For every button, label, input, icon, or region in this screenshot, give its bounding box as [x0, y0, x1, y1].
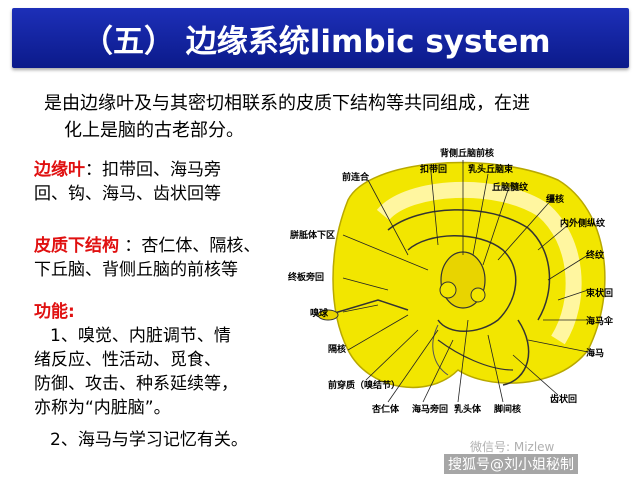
label-cingulate-gyrus: 扣带回 [420, 165, 448, 175]
source-watermark: 搜狐号@刘小姐秘制 [444, 454, 578, 474]
label-anterior-commissure: 前连合 [342, 173, 370, 183]
page-title: （五） 边缘系统limbic system [82, 24, 551, 60]
function-item-2: 2、海马与学习记忆有关。 [50, 430, 248, 450]
label-amygdala: 杏仁体 [372, 405, 400, 415]
function-key: 功能: [34, 302, 75, 322]
function-section: 功能: 1、嗅觉、内脏调节、情 绪反应、性活动、觅食、 防御、攻击、种系延续等，… [34, 300, 284, 452]
label-parahippocampal-gyrus: 海马旁回 [412, 405, 449, 415]
function-item-1-line-4: 亦称为“内脏脑”。 [34, 398, 171, 418]
intro-line-1: 是由边缘叶及与其密切相联系的皮质下结构等共同组成，在进 [44, 93, 530, 114]
label-stria-medullaris: 丘脑髓纹 [492, 183, 529, 193]
label-fasciolar-gyrus: 束状回 [586, 289, 614, 299]
label-stria-terminalis: 终纹 [586, 251, 605, 261]
label-anterior-thalamic-nucleus: 背侧丘脑前核 [440, 149, 495, 159]
label-hippocampus: 海马 [586, 349, 605, 359]
limbic-lobe-key: 边缘叶 [34, 160, 85, 180]
label-fimbria: 海马伞 [586, 317, 614, 327]
function-item-1-line-2: 绪反应、性活动、觅食、 [34, 350, 221, 370]
label-mammillothalamic-tract: 乳头丘脑束 [468, 165, 514, 175]
function-item-1-line-1: 1、嗅觉、内脏调节、情 [50, 326, 231, 346]
limbic-lobe-text-1: ：扣带回、海马旁 [85, 160, 221, 180]
intro-line-2: 化上是脑的古老部分。 [64, 120, 244, 141]
title-bar: （五） 边缘系统limbic system [12, 8, 629, 68]
subcortical-key: 皮质下结构 [34, 236, 119, 256]
label-mammillary-body: 乳头体 [454, 405, 482, 415]
label-habenular-nucleus: 缰核 [546, 195, 565, 205]
brain-illustration [317, 160, 606, 403]
limbic-lobe-section: 边缘叶：扣带回、海马旁 回、钩、海马、齿状回等 [34, 158, 284, 206]
function-item-1-line-3: 防御、攻击、种系延续等， [34, 374, 238, 394]
label-anterior-perforated-substance: 前穿质（嗅结节） [328, 381, 401, 391]
subcortical-text-1: ：杏仁体、隔核、 [119, 236, 261, 256]
label-paraterminal-gyrus: 终板旁回 [288, 273, 325, 283]
wechat-watermark: 微信号: Mizlew [470, 440, 555, 454]
label-longitudinal-striae: 内外侧纵纹 [560, 219, 606, 229]
label-olfactory-bulb: 嗅球 [310, 309, 329, 319]
subcortical-text-2: 下丘脑、背侧丘脑的前核等 [34, 260, 238, 280]
intro-paragraph: 是由边缘叶及与其密切相联系的皮质下结构等共同组成，在进 化上是脑的古老部分。 [44, 90, 604, 144]
label-septal-nuclei: 隔核 [328, 345, 347, 355]
label-interpeduncular-nucleus: 脚间核 [494, 405, 522, 415]
limbic-system-diagram: 背侧丘脑前核 扣带回 乳头丘脑束 前连合 丘脑髓纹 缰核 内外侧纵纹 胼胝体下区… [288, 140, 628, 420]
label-dentate-gyrus: 齿状回 [550, 395, 578, 405]
subcortical-section: 皮质下结构 ：杏仁体、隔核、 下丘脑、背侧丘脑的前核等 [34, 234, 294, 282]
label-subcallosal-area: 胼胝体下区 [290, 231, 336, 241]
limbic-lobe-text-2: 回、钩、海马、齿状回等 [34, 184, 221, 204]
